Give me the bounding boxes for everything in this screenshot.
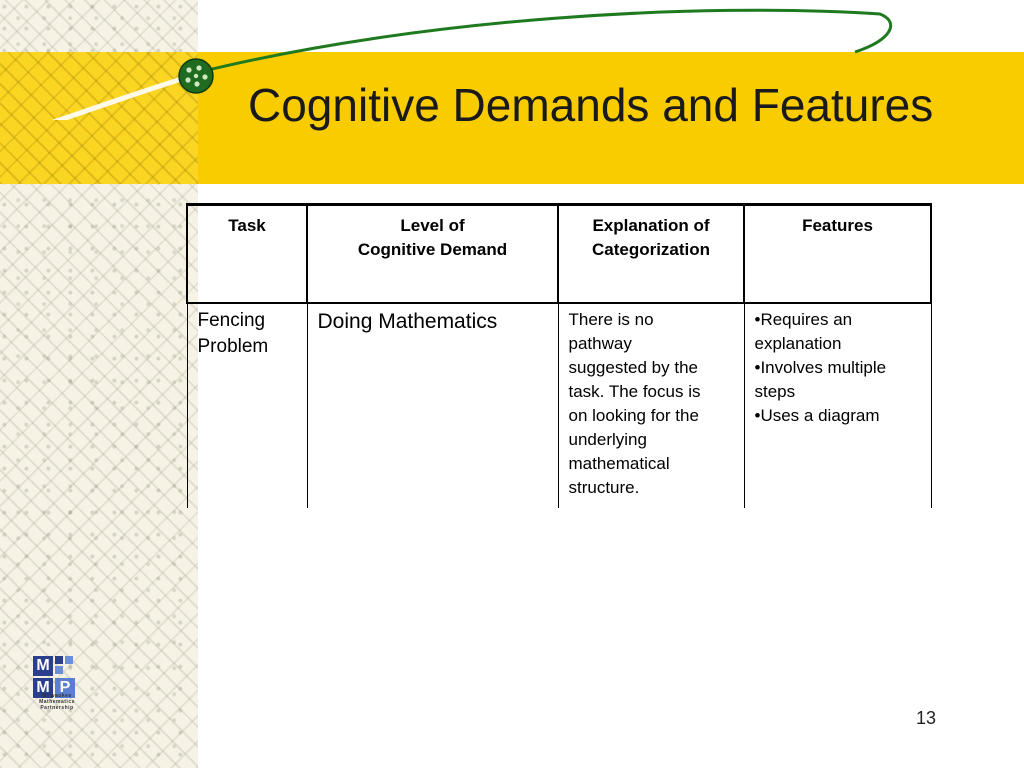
orb-dot — [194, 81, 200, 87]
header-explanation-of-categorization: Explanation of Categorization — [557, 203, 745, 304]
logo-small-square — [55, 656, 63, 664]
mmp-logo: M M P — [33, 656, 83, 716]
orb-dot — [196, 65, 202, 71]
cell-level: Doing Mathematics — [306, 303, 559, 508]
slide-title: Cognitive Demands and Features — [248, 79, 934, 131]
header-features: Features — [743, 203, 932, 304]
logo-letter-bl: M — [33, 678, 53, 698]
orb-dot — [202, 74, 208, 80]
table-header-row: Task Level of Cognitive Demand Explanati… — [186, 203, 932, 304]
swoosh-tail — [51, 72, 198, 120]
logo-small-square — [65, 656, 73, 664]
cognitive-demand-table: Task Level of Cognitive Demand Explanati… — [186, 203, 932, 508]
swoosh-curve — [199, 8, 893, 74]
band-pattern-overlay — [0, 52, 198, 184]
orb-dot — [186, 67, 192, 73]
logo-letter-br: P — [55, 678, 75, 698]
header-level-of-cognitive-demand: Level of Cognitive Demand — [306, 203, 559, 304]
cell-features: •Requires an explanation •Involves multi… — [743, 303, 932, 508]
page-number: 13 — [915, 708, 936, 728]
table-row: Fencing Problem Doing Mathematics There … — [186, 303, 932, 508]
logo-letter-tl: M — [33, 656, 53, 676]
green-swoosh-decoration — [51, 8, 893, 120]
header-task: Task — [186, 203, 308, 304]
cell-explanation: There is no pathway suggested by the tas… — [557, 303, 745, 508]
logo-small-square — [55, 666, 63, 674]
title-band — [0, 52, 1024, 184]
orb-dot — [193, 73, 199, 79]
cell-task: Fencing Problem — [186, 303, 308, 508]
orb-dot — [185, 77, 191, 83]
logo-text: Milwaukee Mathematics Partnership — [39, 693, 75, 711]
